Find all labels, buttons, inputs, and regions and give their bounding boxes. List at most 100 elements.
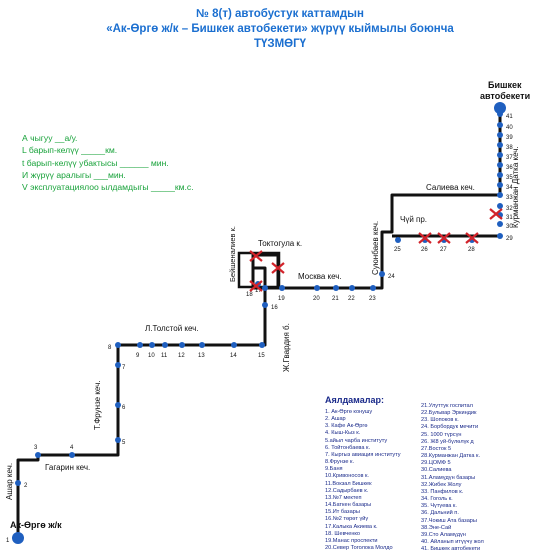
stop-marker <box>149 342 155 348</box>
stop-marker <box>370 285 376 291</box>
legend-item: 35. Чүтүева к. <box>421 503 457 510</box>
closed-stop-cross <box>418 232 432 244</box>
stop-number: 16 <box>271 305 278 311</box>
stop-number: 6 <box>122 405 126 411</box>
legend-item: 23. Шопоков к. <box>421 417 459 424</box>
stop-marker <box>497 203 503 209</box>
stop-marker <box>231 342 237 348</box>
street-ashar: Ашар кеч. <box>5 463 14 500</box>
legend-title: Аялдамалар: <box>325 395 384 405</box>
stop-marker <box>15 480 21 486</box>
legend-item: 24. Борбордук мечити <box>421 424 479 431</box>
street-frunze: Т.Фрунзе кеч. <box>93 381 102 431</box>
stop-marker <box>497 132 503 138</box>
legend-item: 29.ЦОМФ 5 <box>421 460 451 467</box>
legend-item: 32.Жибек Жолу <box>421 481 462 488</box>
param-interval: И жүрүү аралыгы ___мин. <box>22 169 126 180</box>
param-exits: А чыгуу __а/у. <box>22 133 78 143</box>
stop-marker <box>349 285 355 291</box>
stop-number: 20 <box>313 296 320 302</box>
stop-marker <box>115 437 121 443</box>
legend-item: 6. Тойтонбаева к. <box>325 444 371 451</box>
legend-item: 14.Баткен базары <box>325 502 372 509</box>
stop-number: 11 <box>161 353 168 359</box>
stop-number: 8 <box>108 345 112 351</box>
stop-marker <box>395 237 401 243</box>
stop-number: 21 <box>332 296 339 302</box>
param-speed: V эксплуатациялоо ылдамдыгы _____км.с. <box>22 182 194 193</box>
stop-number: 23 <box>369 296 376 302</box>
closed-stop-cross <box>271 262 285 274</box>
legend-item: 39.Сто Аламүдүн <box>421 531 466 538</box>
stop-marker <box>497 152 503 158</box>
legend-item: 1. Ак-Өргө конушу <box>325 409 373 415</box>
legend-item: 12.Садырбаев к. <box>325 487 369 494</box>
stop-number: 25 <box>394 247 401 253</box>
legend-item: 21.Улуттук госпитал <box>421 403 473 409</box>
closed-stop-cross <box>465 232 479 244</box>
legend-item: 30.Салиева <box>421 467 452 474</box>
stop-number: 27 <box>440 247 447 253</box>
stop-marker <box>262 285 268 291</box>
stop-number: 5 <box>122 440 126 446</box>
stop-marker <box>497 142 503 148</box>
stop-number: 32 <box>506 206 513 212</box>
stop-marker <box>497 122 503 128</box>
stop-number: 24 <box>388 274 395 280</box>
legend-item: 7. Кыргыз авиация институту <box>325 451 401 458</box>
terminal-end-label-1: Бишкек <box>488 80 522 90</box>
legend-item: 33. Панфилов к. <box>421 488 464 495</box>
legend-item: 9.Баня <box>325 466 343 473</box>
terminal-end-marker <box>494 102 506 114</box>
legend-item: 40. Айланып итүүчү жол <box>421 538 484 545</box>
stop-marker <box>333 285 339 291</box>
legend-item: 18. Шевченко <box>325 530 361 537</box>
stop-number: 14 <box>230 353 237 359</box>
stop-number: 40 <box>506 125 513 131</box>
stop-number: 9 <box>136 353 140 359</box>
stop-marker <box>179 342 185 348</box>
stop-number: 10 <box>148 353 155 359</box>
street-beyshenaliev: Бейшеналиев к. <box>228 226 237 282</box>
stop-marker <box>497 111 503 117</box>
stop-marker <box>35 452 41 458</box>
title-line-1: № 8(т) автобустук каттамдын <box>196 8 364 20</box>
legend-item: 34. Гоголь к. <box>421 496 453 503</box>
street-moskva: Москва кеч. <box>298 272 342 281</box>
stop-number: 13 <box>198 353 205 359</box>
stop-marker <box>115 362 121 368</box>
stop-marker <box>379 271 385 277</box>
street-kurmanzhan: Курманжан Датка кеч. <box>511 146 520 228</box>
legend-item: 5.айыл чарба институту <box>325 437 388 444</box>
legend-item: 3. Кафе Ак-Өргө <box>325 423 368 430</box>
stop-number: 35 <box>506 175 513 181</box>
stop-number: 3 <box>34 445 38 451</box>
stop-number: 12 <box>178 353 185 359</box>
terminal-start-marker <box>12 532 24 544</box>
stop-number: 4 <box>70 445 74 451</box>
street-toktogul: Токтогула к. <box>258 239 302 248</box>
legend-item: 22.Бульвар Эркиндик <box>421 410 477 417</box>
legend-item: 11.Вокзал Бишкек <box>325 480 372 487</box>
legend-item: 37.Чокиш Ата базары <box>421 517 477 524</box>
stop-marker <box>262 302 268 308</box>
param-length: L барып-келүү _____км. <box>22 145 118 156</box>
street-saliev: Салиева кеч. <box>426 183 475 192</box>
stop-number: 30 <box>506 224 513 230</box>
title-line-3: ТҮЗМӨГҮ <box>253 38 307 50</box>
closed-stops-layer <box>249 208 503 292</box>
terminal-end-label-2: автобекети <box>480 91 530 101</box>
legend-item: 15.Ит базары <box>325 509 360 516</box>
stop-number: 28 <box>468 247 475 253</box>
stop-number: 37 <box>506 155 513 161</box>
route-parameters: А чыгуу __а/у. L барып-келүү _____км. t … <box>22 132 194 193</box>
street-zh-gvardiya: Ж.Гвардия б. <box>282 323 291 372</box>
route-line <box>16 110 502 538</box>
stop-marker <box>115 402 121 408</box>
stop-marker <box>497 233 503 239</box>
legend-item: 13.№7 мектеп <box>325 494 362 501</box>
stop-marker <box>279 285 285 291</box>
